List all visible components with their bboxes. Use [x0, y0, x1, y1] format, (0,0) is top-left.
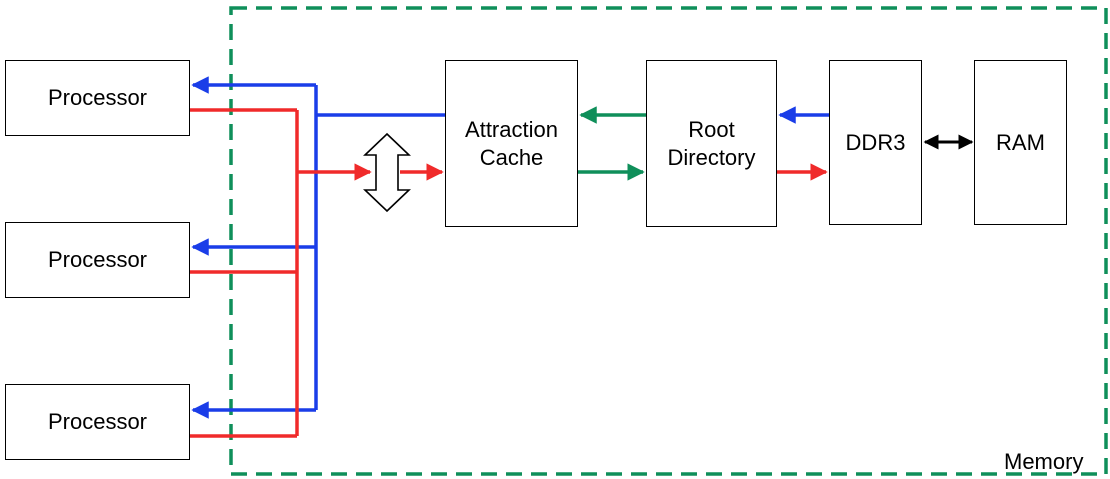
root-directory-label-line1: Root [688, 116, 735, 142]
ddr3-box: DDR3 [829, 60, 922, 225]
processor-box-3: Processor [5, 384, 190, 460]
arbiter-double-arrow-icon [363, 132, 411, 213]
processor-box-2: Processor [5, 222, 190, 298]
attraction-cache-label-line1: Attraction [465, 116, 558, 142]
directory-links [578, 106, 646, 181]
memory-region-border [229, 6, 1108, 476]
attraction-cache-box: Attraction Cache [445, 60, 578, 227]
attraction-cache-label-line2: Cache [479, 144, 544, 170]
processor-label: Processor [47, 247, 148, 272]
root-directory-label-line2: Directory [667, 144, 756, 170]
processor-label: Processor [47, 409, 148, 434]
ddr3-label: DDR3 [845, 129, 906, 155]
processor-label: Processor [47, 85, 148, 110]
write-bus [190, 108, 444, 438]
ram-box: RAM [974, 60, 1067, 225]
ram-label: RAM [996, 129, 1045, 155]
processor-box-1: Processor [5, 60, 190, 136]
memory-region-label: Memory [1004, 449, 1084, 474]
root-directory-box: Root Directory [646, 60, 777, 227]
